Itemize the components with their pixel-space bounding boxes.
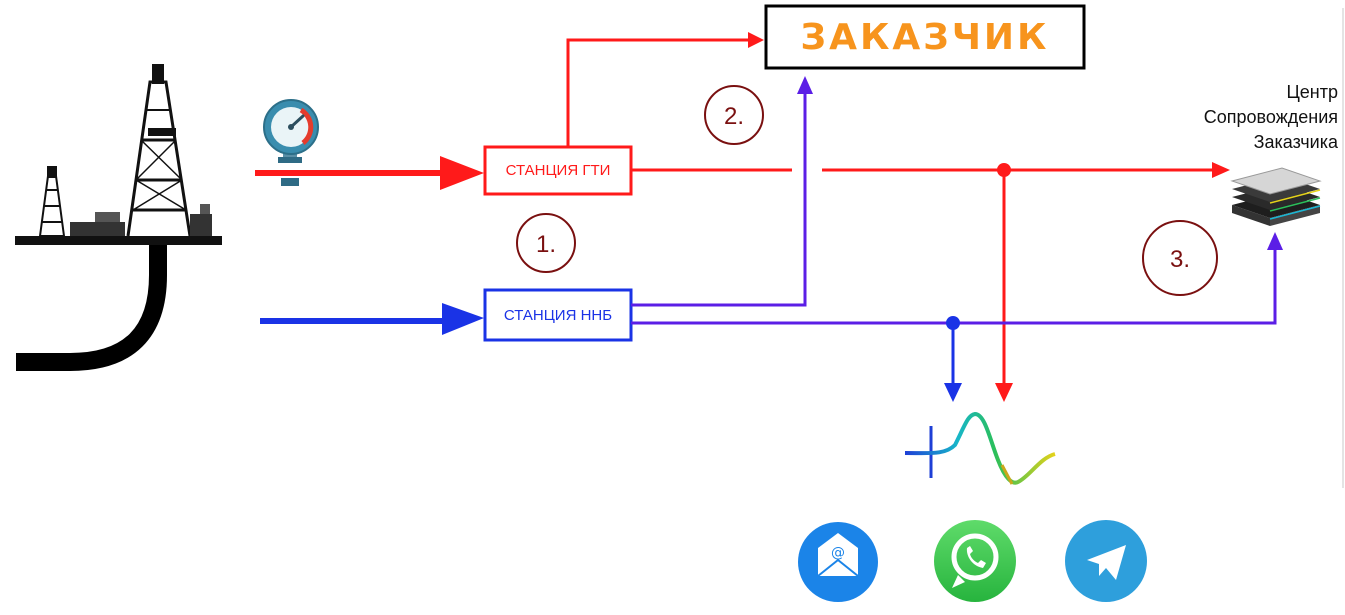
step-3-label: 3. [1170,246,1190,273]
support-center-line-2: Сопровождения [1203,107,1338,127]
step-2-label: 2. [724,103,744,130]
station-nnb-label: СТАНЦИЯ ННБ [503,306,613,324]
support-center-label: Центр Сопровождения Заказчика [1150,80,1338,155]
station-nnb-box [483,288,633,342]
gti-to-customer-line [566,38,755,147]
step-1-circle [516,213,576,273]
step-3-circle [1142,220,1218,296]
station-gti-box [483,145,633,196]
telegram-icon[interactable] [1065,520,1147,602]
whatsapp-icon[interactable] [934,520,1016,602]
step-1-label: 1. [536,231,556,258]
waveform-chart-icon [900,411,1056,485]
nnb-to-customer-arrowhead [797,76,813,94]
customer-title: ЗАКАЗЧИК [800,16,1050,58]
email-icon[interactable]: @ [798,522,878,602]
drilling-rig-icon [15,64,222,371]
support-center-line-3: Заказчика [1253,132,1338,152]
gti-input-arrowhead [440,156,484,190]
support-center-line-1: Центр [1286,82,1338,102]
gti-to-wave-arrowhead [995,383,1013,402]
gti-to-center-arrowhead [1212,162,1230,178]
station-gti-label: СТАНЦИЯ ГТИ [505,162,611,179]
gti-to-customer-arrowhead [748,32,764,48]
customer-box [764,4,1086,70]
pressure-gauge-icon [263,99,319,186]
svg-text:@: @ [831,545,845,561]
nnb-to-center-arrowhead [1267,232,1283,250]
step-2-circle [704,85,764,145]
data-server-icon [1230,167,1322,226]
nnb-to-center-line [631,248,1277,325]
nnb-to-customer-line [631,92,807,307]
nnb-input-arrowhead [442,303,484,335]
nnb-to-wave-arrowhead [944,383,962,402]
